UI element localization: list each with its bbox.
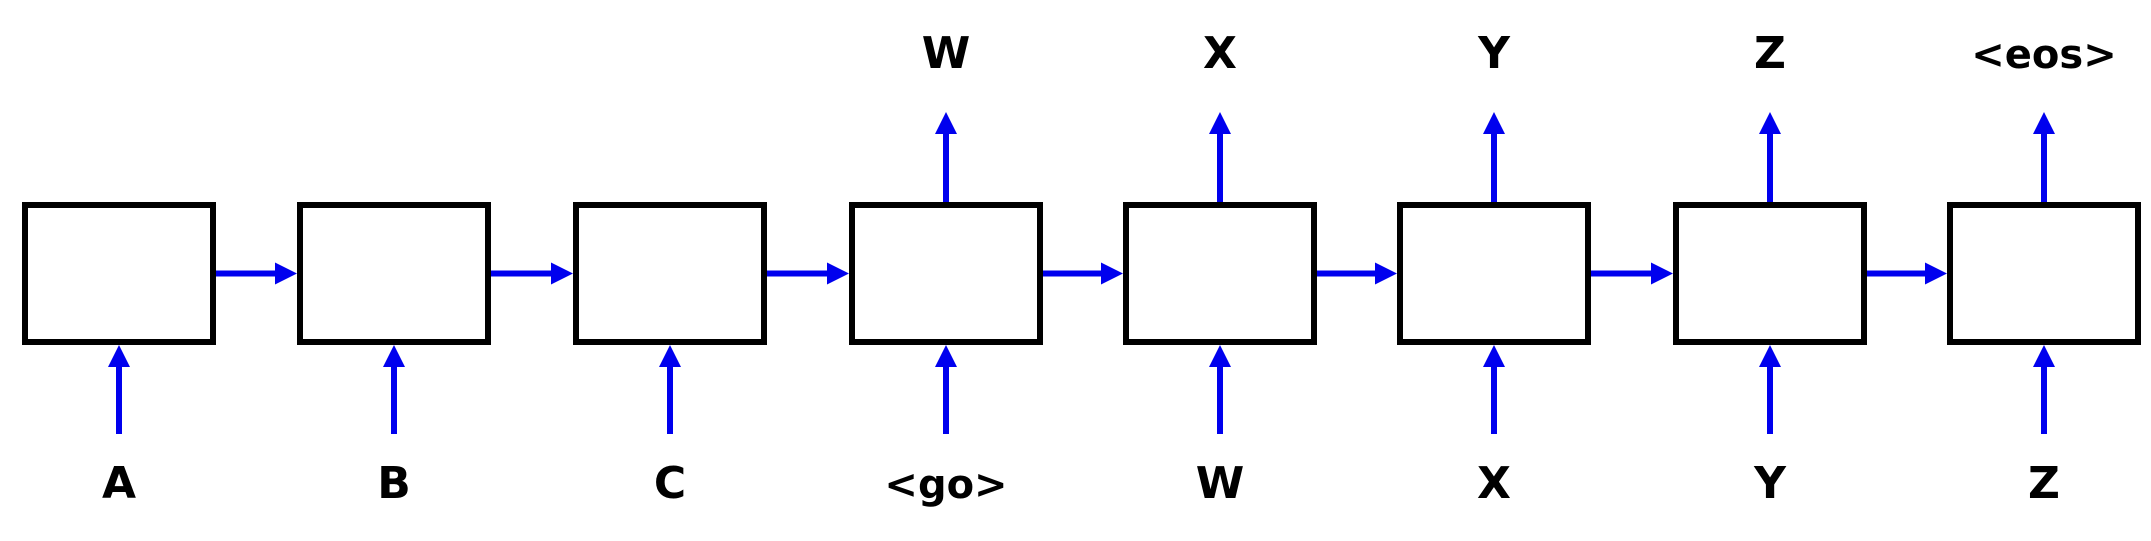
recurrent-links [216, 262, 1947, 285]
recurrent-arrow-1 [216, 262, 297, 285]
input-token-label-4: <go> [884, 462, 1007, 508]
output-token-label-6: Y [1477, 28, 1511, 79]
rnn-cell-1 [22, 202, 216, 345]
input-arrow-5 [1209, 345, 1231, 434]
input-token-label-2: B [377, 458, 411, 509]
recurrent-arrow-4-head [1101, 262, 1123, 285]
recurrent-arrow-2 [491, 262, 573, 285]
output-token-label-7: Z [1754, 28, 1786, 79]
rnn-cell-2 [297, 202, 491, 345]
input-arrow-1 [108, 345, 130, 434]
input-arrow-1-head [108, 345, 130, 367]
rnn-cell-5 [1123, 202, 1317, 345]
input-arrow-5-head [1209, 345, 1231, 367]
output-arrow-4-head [935, 112, 957, 134]
input-token-label-3: C [654, 458, 686, 509]
input-token-label-1: A [102, 458, 136, 509]
output-arrows [935, 112, 2055, 202]
recurrent-arrow-7 [1867, 262, 1947, 285]
recurrent-arrow-2-head [551, 262, 573, 285]
input-token-label-8: Z [2028, 458, 2060, 509]
recurrent-arrow-4 [1043, 262, 1123, 285]
input-arrow-6 [1483, 345, 1505, 434]
input-arrow-8 [2033, 345, 2055, 434]
output-arrow-5 [1209, 112, 1231, 202]
rnn-cell-3 [573, 202, 767, 345]
output-arrow-8-head [2033, 112, 2055, 134]
input-arrow-4 [935, 345, 957, 434]
rnn-cell-6 [1397, 202, 1591, 345]
input-arrows [108, 345, 2055, 434]
input-arrow-8-head [2033, 345, 2055, 367]
output-arrow-4 [935, 112, 957, 202]
recurrent-arrow-5 [1317, 262, 1397, 285]
rnn-cells [22, 202, 2141, 345]
output-token-label-5: X [1203, 28, 1237, 79]
input-arrow-2 [383, 345, 405, 434]
rnn-cell-7 [1673, 202, 1867, 345]
output-arrow-6 [1483, 112, 1505, 202]
input-arrow-7-head [1759, 345, 1781, 367]
recurrent-arrow-1-head [275, 262, 297, 285]
output-arrow-8 [2033, 112, 2055, 202]
input-token-label-7: Y [1753, 458, 1787, 509]
input-arrow-2-head [383, 345, 405, 367]
input-token-label-5: W [1196, 458, 1245, 509]
recurrent-arrow-6 [1591, 262, 1673, 285]
rnn-cell-8 [1947, 202, 2141, 345]
token-labels: A B C <go> W W X X Y Y Z Z <eos> [102, 28, 2117, 509]
output-arrow-5-head [1209, 112, 1231, 134]
rnn-cell-4 [849, 202, 1043, 345]
input-arrow-4-head [935, 345, 957, 367]
output-token-label-8: <eos> [1971, 32, 2116, 78]
input-arrow-7 [1759, 345, 1781, 434]
output-token-label-4: W [922, 28, 971, 79]
output-arrow-6-head [1483, 112, 1505, 134]
recurrent-arrow-3-head [827, 262, 849, 285]
recurrent-arrow-6-head [1651, 262, 1673, 285]
output-arrow-7 [1759, 112, 1781, 202]
recurrent-arrow-7-head [1925, 262, 1947, 285]
output-arrow-7-head [1759, 112, 1781, 134]
input-arrow-3 [659, 345, 681, 434]
recurrent-arrow-3 [767, 262, 849, 285]
input-token-label-6: X [1477, 458, 1511, 509]
input-arrow-6-head [1483, 345, 1505, 367]
input-arrow-3-head [659, 345, 681, 367]
recurrent-arrow-5-head [1375, 262, 1397, 285]
